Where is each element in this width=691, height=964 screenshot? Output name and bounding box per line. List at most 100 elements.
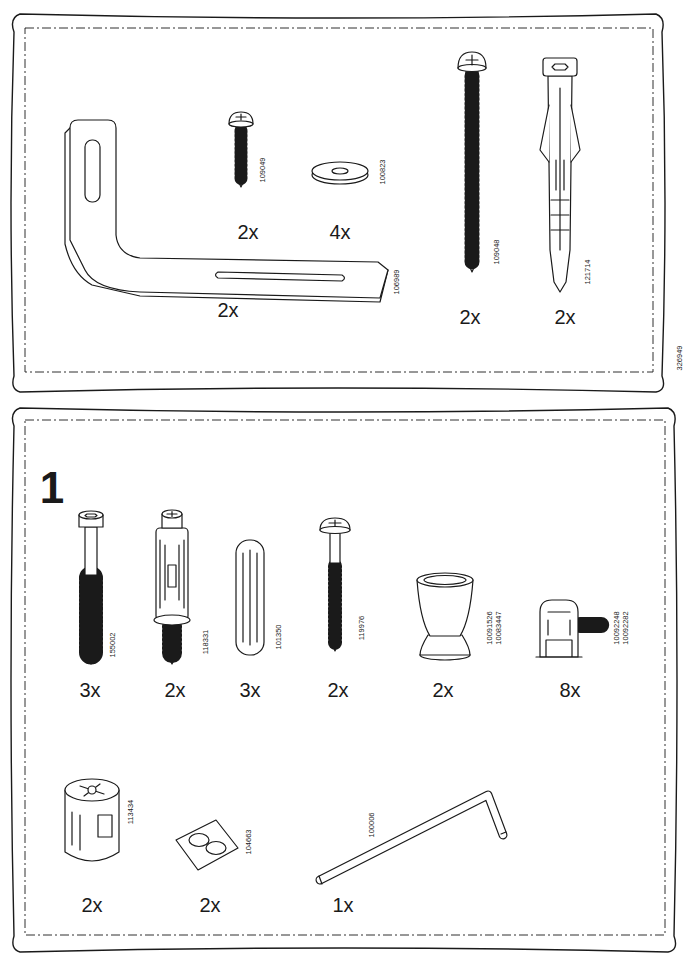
cam-top [65,779,119,801]
dowel-body [236,540,264,655]
bag-seal [25,28,653,372]
screw-cross [236,114,246,120]
quantity: 1x [332,895,353,915]
screw-head [320,527,350,534]
quantity: 2x [81,895,102,915]
cam-slot [80,784,104,796]
knob-top [417,573,473,587]
part-number: 101350 [275,624,283,649]
bag-edge [11,408,677,952]
key-face [320,795,503,880]
plug-collar [543,58,577,76]
bolt-thread-core [166,622,178,664]
cam-lock [65,779,119,861]
part-number: 155002 [109,632,117,657]
plug-fin [571,105,580,162]
plug-body [548,76,572,292]
part-number: 106989 [393,269,401,294]
plug-split [551,88,569,250]
bag-seal [25,420,665,935]
quantity: 3x [239,680,260,700]
parts-bag: 11550023x1183312x1013503x1199762x1009152… [6,400,682,958]
part-number: 121714 [584,259,592,284]
plug-hole [552,64,568,70]
screw-cross [329,520,341,526]
part-number: 10092248 [613,611,621,644]
pad [206,842,226,855]
bag-edge [11,14,665,392]
bolt-neck [85,527,97,575]
allen-key [319,795,506,884]
sheet-number: 326949 [676,345,684,370]
quantity: 2x [237,222,258,242]
knob-rim [420,635,470,655]
screw-shank [466,71,478,272]
fitting-shaft [578,619,604,631]
bolt-thread [79,578,103,653]
washer [312,162,368,184]
quantity: 2x [164,680,185,700]
quantity: 2x [432,680,453,700]
plug-fin [540,105,549,162]
cam-bolt [79,511,103,664]
quantity: 2x [199,895,220,915]
fitting-thread [580,617,603,633]
cam-window [98,815,112,837]
knob-top [424,576,466,585]
step-number: 1 [40,466,64,510]
part-number: 118331 [202,630,210,654]
washer-face [312,162,368,180]
quantity: 8x [559,680,580,700]
felt-pads [176,820,238,870]
part-number: 100823 [379,159,387,184]
long-screw [458,52,486,272]
short-screw [229,112,253,187]
pad-sheet [176,820,238,870]
part-number: 104663 [245,829,253,854]
quantity: 3x [79,680,100,700]
part-number: 10092282 [622,611,630,644]
part-number: 100006 [368,812,376,837]
screw-head [229,121,253,127]
bracket-body [70,120,388,298]
dowel-groove [243,550,257,645]
washer-hole [332,168,348,174]
wood-dowel [236,540,264,655]
wall-plug [540,58,580,292]
quantity: 2x [217,300,238,320]
connector-fitting [536,600,604,657]
screw-thread [235,131,248,179]
part-number: 10083447 [495,611,503,644]
angle-bracket [65,120,388,302]
quantity: 2x [327,680,348,700]
bolt-head [162,510,182,518]
bolt-slot [168,565,176,587]
screw-thread [465,76,480,262]
cam-detail [72,812,80,850]
quantity: 2x [554,307,575,327]
quantity: 4x [329,222,350,242]
bolt-body [156,528,188,620]
part-number: 113434 [127,800,135,824]
bolt-thread [162,626,182,655]
pad [189,834,209,847]
screw-cross [167,512,177,517]
key-tip [319,832,506,884]
quantity: 2x [459,307,480,327]
bag-outline [6,400,682,958]
screw-thread [328,566,342,643]
part-number: 109048 [493,239,501,264]
screw-cross [466,55,478,65]
knob-body [417,580,473,636]
bag-outline [6,6,670,398]
screw-shank [330,563,340,651]
bracket-slot [216,272,345,281]
part-number: 119976 [358,616,366,640]
key-outline [320,795,503,880]
bolt-head [79,511,103,519]
screw-neck [330,533,340,563]
bolt-thread-core [85,575,97,664]
dowel-bolt [154,510,190,664]
fitting-detail [536,612,582,657]
